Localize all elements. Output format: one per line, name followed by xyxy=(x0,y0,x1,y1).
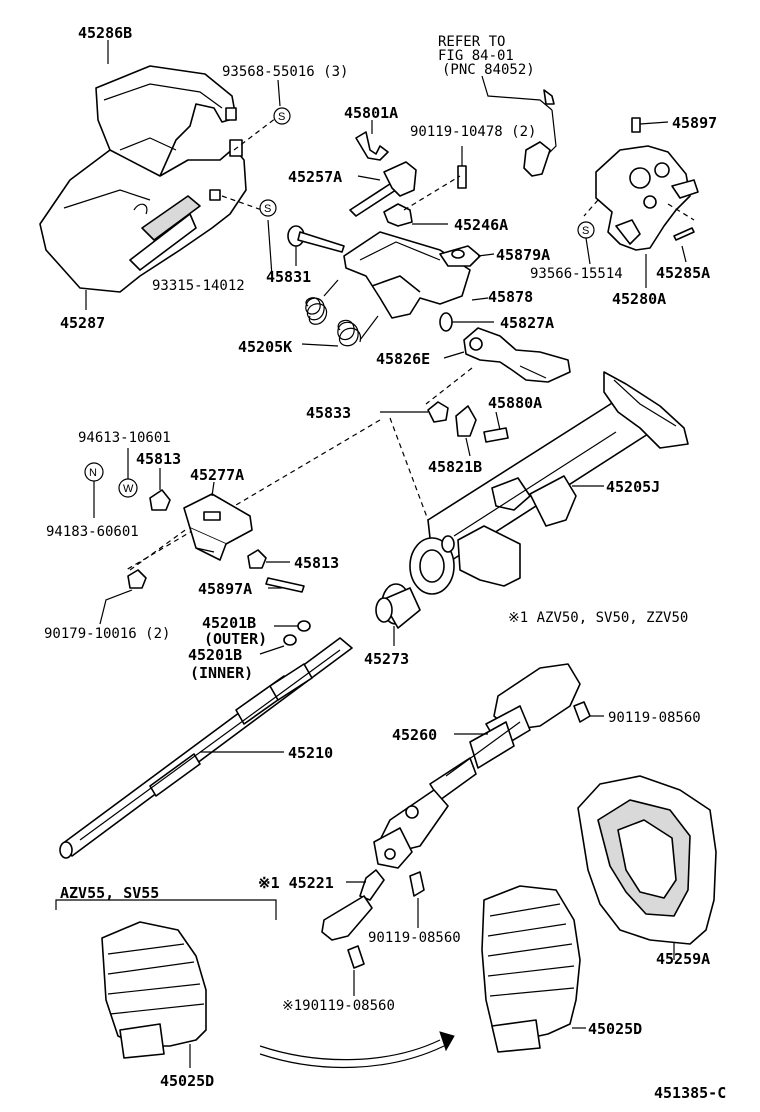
label-90119-08560-upper: 90119-08560 xyxy=(608,710,701,726)
boot-45025D-right xyxy=(481,885,581,1053)
lock-housing-45280A xyxy=(595,117,699,251)
bolt-45897A xyxy=(265,577,305,593)
nut-90179 xyxy=(127,569,147,589)
main-shaft-45210 xyxy=(59,637,353,859)
label-45813-upper: 45813 xyxy=(136,450,181,468)
nut-45833 xyxy=(427,401,449,423)
label-94183-60601: 94183-60601 xyxy=(46,524,139,540)
label-45260: 45260 xyxy=(392,726,437,744)
label-45201B-outer: 45201B xyxy=(202,614,256,632)
boot-45025D-left xyxy=(101,921,207,1059)
label-45205J: 45205J xyxy=(606,478,660,496)
label-45287: 45287 xyxy=(60,314,105,332)
label-45827A: 45827A xyxy=(500,314,554,332)
variant-group-label: AZV55, SV55 xyxy=(60,884,159,902)
intermediate-shaft-45260 xyxy=(373,663,581,869)
label-45801A: 45801A xyxy=(344,104,398,122)
refer-note-line1: REFER TO xyxy=(438,34,505,50)
s-symbol: S xyxy=(278,111,285,123)
n-symbol: N xyxy=(89,467,97,479)
label-94613-10601: 94613-10601 xyxy=(78,430,171,446)
label-45833: 45833 xyxy=(306,404,351,422)
bracket-45277A xyxy=(183,493,253,561)
bolt-90119-08560-lower xyxy=(347,945,365,969)
label-93315-14012: 93315-14012 xyxy=(152,278,245,294)
variant-bracket xyxy=(55,899,277,920)
label-45257A: 45257A xyxy=(288,168,342,186)
steering-column-45205J xyxy=(409,371,689,595)
label-45878: 45878 xyxy=(488,288,533,306)
bolt-90119-08560-upper xyxy=(573,701,591,723)
label-45880A: 45880A xyxy=(488,394,542,412)
label-45831: 45831 xyxy=(266,268,311,286)
label-45201B-inner: 45201B xyxy=(188,646,242,664)
label-45221: ※1 45221 xyxy=(258,874,334,892)
bushing-45201B-inner xyxy=(283,634,297,646)
label-45205K: 45205K xyxy=(238,338,292,356)
refer-note-line2: FIG 84-01 xyxy=(438,48,514,64)
label-45210: 45210 xyxy=(288,744,333,762)
label-45285A: 45285A xyxy=(656,264,710,282)
diagram-code: 451385-C xyxy=(654,1084,726,1102)
bracket-assembly-upper xyxy=(349,131,467,227)
seal-45259A xyxy=(577,775,717,945)
label-45813-lower: 45813 xyxy=(294,554,339,572)
label-90119-08560-lower: ※190119-08560 xyxy=(282,998,395,1014)
label-90179-10016: 90179-10016 (2) xyxy=(44,626,170,642)
label-93568-55016: 93568-55016 (3) xyxy=(222,64,348,80)
bearing-45273 xyxy=(375,583,421,629)
label-90119-08560-mid: 90119-08560 xyxy=(368,930,461,946)
label-45879A: 45879A xyxy=(496,246,550,264)
s-symbol: S xyxy=(264,203,271,215)
bolt-90119-08560-mid xyxy=(409,871,425,897)
label-45025D-right: 45025D xyxy=(588,1020,642,1038)
bolt-45880A xyxy=(483,427,509,443)
pin-45285A xyxy=(673,227,695,241)
plate-45821B xyxy=(455,405,477,437)
tilt-spring-45205K xyxy=(305,279,379,347)
label-45280A: 45280A xyxy=(612,290,666,308)
label-45286B: 45286B xyxy=(78,24,132,42)
label-45826E: 45826E xyxy=(376,350,430,368)
label-45821B: 45821B xyxy=(428,458,482,476)
label-45273: 45273 xyxy=(364,650,409,668)
label-45897A: 45897A xyxy=(198,580,252,598)
label-90119-10478: 90119-10478 (2) xyxy=(410,124,536,140)
transition-arrow xyxy=(259,1031,455,1069)
s-symbol: S xyxy=(582,225,589,237)
label-93566-15514: 93566-15514 xyxy=(530,266,623,282)
washer-45827A xyxy=(439,312,453,332)
label-45025D-left: 45025D xyxy=(160,1072,214,1090)
w-symbol: W xyxy=(123,483,134,495)
column-cover-lower xyxy=(39,139,247,293)
refer-note-line3: (PNC 84052) xyxy=(442,62,535,78)
label-45897: 45897 xyxy=(672,114,717,132)
clip-45813-upper xyxy=(149,489,171,511)
label-45259A: 45259A xyxy=(656,950,710,968)
label-45277A: 45277A xyxy=(190,466,244,484)
tilt-lever-45826E xyxy=(463,327,571,383)
tilt-bracket-45878 xyxy=(343,231,481,319)
bolt-45831 xyxy=(287,225,345,253)
clip-45813-lower xyxy=(247,549,267,569)
variant-note-1: ※1 AZV50, SV50, ZZV50 xyxy=(508,610,688,626)
yoke-45221 xyxy=(321,869,385,941)
bushing-45201B-outer xyxy=(297,620,311,632)
label-inner: (INNER) xyxy=(190,664,253,682)
label-45246A: 45246A xyxy=(454,216,508,234)
label-outer: (OUTER) xyxy=(204,630,267,648)
